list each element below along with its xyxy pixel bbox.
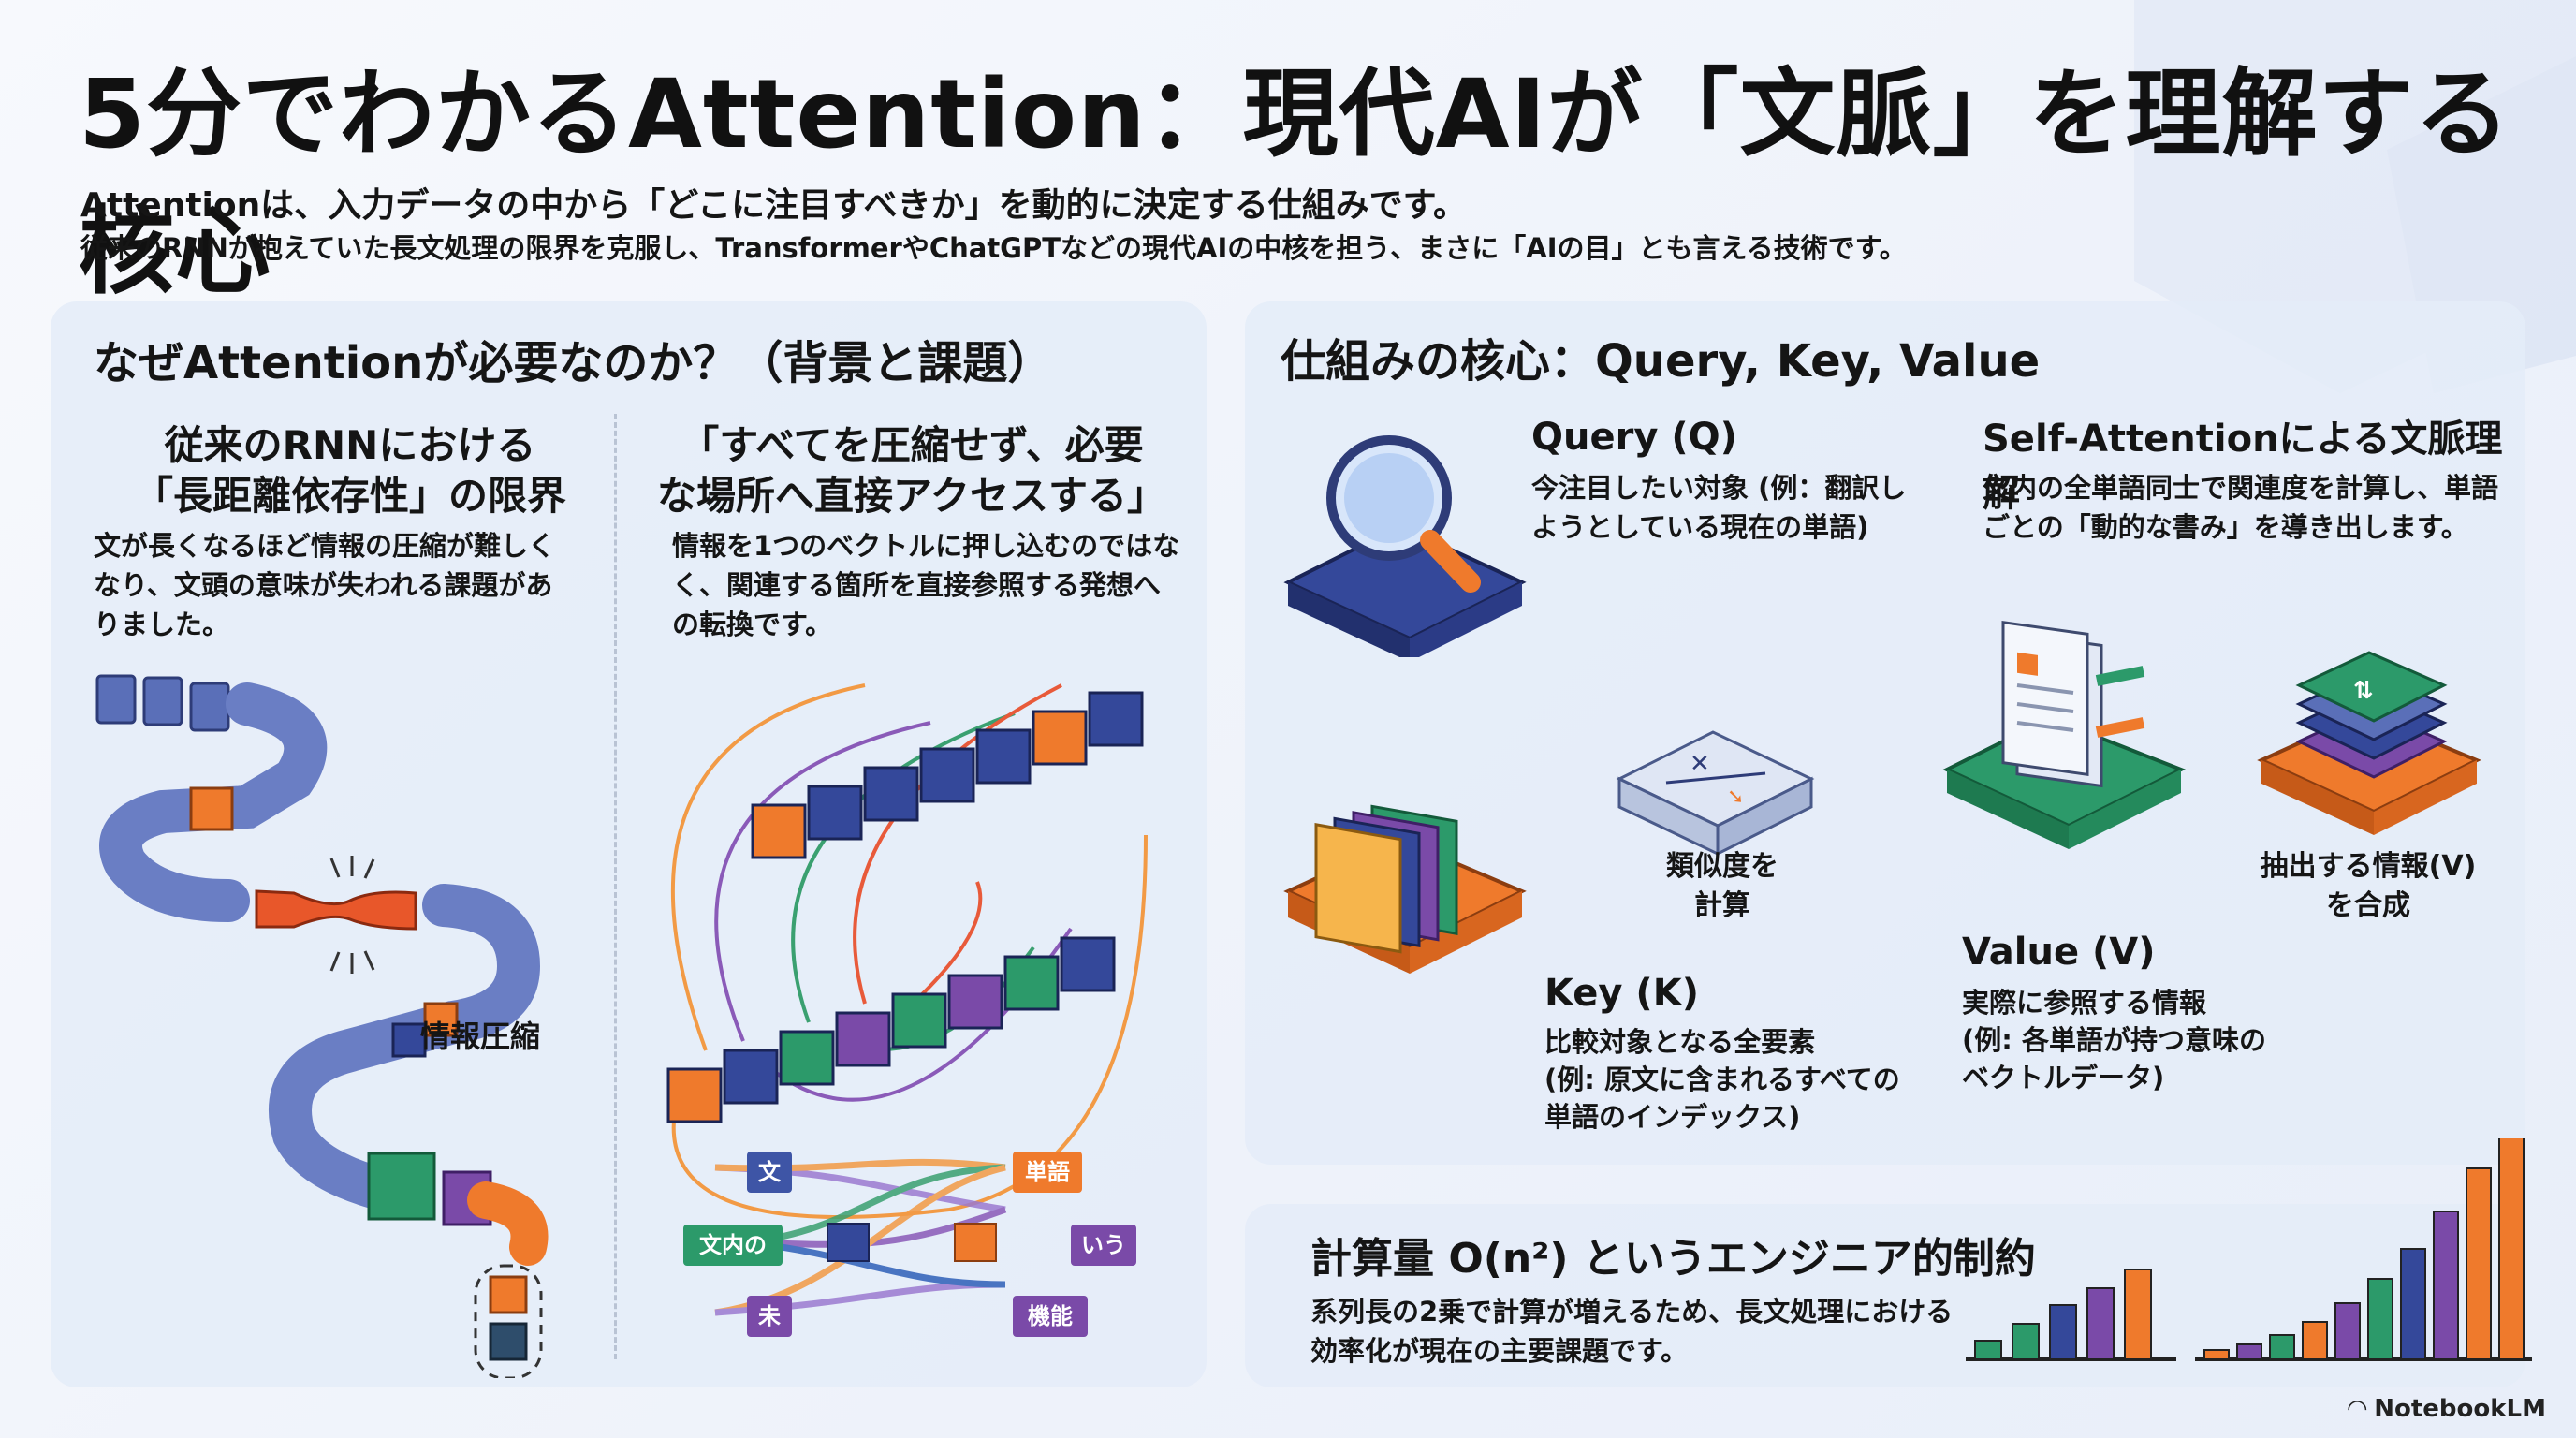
compress-label: 情報圧縮: [420, 1019, 541, 1054]
rnn-orange-block: [189, 786, 234, 831]
self-attention-title: Self-Attentionによる文脈理解: [1983, 418, 2503, 515]
svg-text:⇅: ⇅: [2353, 677, 2374, 705]
rnn-compressed-bottleneck: [255, 889, 417, 931]
complexity-desc-2: 効率化が現在の主要課題です。: [1310, 1335, 1689, 1367]
query-desc-1: 今注目したい対象 (例：翻訳し: [1531, 472, 1907, 504]
token-left-2: 文内の: [683, 1225, 783, 1266]
query-title: Query (Q): [1531, 416, 1737, 459]
value-document-icon: [1942, 620, 2186, 849]
panel-divider: [614, 414, 617, 1359]
compress-spark-lines: [329, 856, 375, 974]
key-desc-2: (例: 原文に含まれるすべての: [1544, 1064, 1900, 1095]
rnn-chain-tail: [467, 1181, 549, 1266]
token-hub-block: [827, 1223, 870, 1262]
notebooklm-label: NotebookLM: [2374, 1395, 2546, 1423]
rnn-desc-2: なり、文頭の意味が失われる課題があ: [94, 569, 553, 601]
token-right-1: 単語: [1013, 1152, 1082, 1193]
combine-label-1: 抽出する情報(V): [2260, 850, 2477, 883]
attention-desc-3: の転換です。: [672, 609, 833, 640]
key-title: Key (K): [1544, 972, 1699, 1015]
rnn-chain-path-1: [99, 682, 328, 922]
value-desc-1: 実際に参照する情報: [1962, 987, 2207, 1019]
key-desc-3: 単語のインデックス): [1544, 1101, 1801, 1133]
rnn-orange-small: [423, 1002, 459, 1037]
rnn-green-block: [367, 1152, 436, 1221]
value-title: Value (V): [1962, 931, 2156, 974]
similarity-label-1: 類似度を: [1666, 850, 1778, 883]
rnn-navy-small: [391, 1022, 427, 1058]
rnn-desc-3: りました。: [94, 609, 230, 640]
query-desc-2: ようとしている現在の単語): [1531, 511, 1869, 543]
svg-text:➘: ➘: [1727, 785, 1744, 809]
rnn-chain-blocks: [95, 674, 230, 732]
rnn-desc-1: 文が長くなるほど情報の圧縮が難しく: [94, 530, 556, 562]
left-panel-title: なぜAttentionが必要なのか？（背景と課題）: [94, 337, 1053, 389]
quadratic-bars: [2203, 1138, 2525, 1360]
token-left-3: 未: [747, 1296, 792, 1337]
self-attention-desc-2: ごとの「動的な書み」を導き出します。: [1983, 511, 2468, 543]
rnn-heading-2: 「長距離依存性」の限界: [133, 473, 566, 519]
self-attention-desc-1: 文内の全単語同士で関連度を計算し、単語: [1983, 472, 2499, 504]
token-right-3: 機能: [1013, 1296, 1088, 1337]
left-panel: なぜAttentionが必要なのか？（背景と課題） 従来のRNNにおける 「長距…: [51, 301, 1207, 1387]
attention-desc-1: 情報を1つのベクトルに押し込むのではな: [672, 530, 1180, 562]
right-panel-title: 仕組みの核心：Query, Key, Value: [1281, 335, 2041, 388]
complexity-title: 計算量 O(n²) というエンジニア的制約: [1310, 1235, 2036, 1283]
rnn-heading-1: 従来のRNNにおける: [164, 422, 536, 468]
svg-text:✕: ✕: [1690, 750, 1710, 778]
rnn-chain-path-2: [269, 884, 541, 1212]
token-hub-orange: [954, 1223, 997, 1262]
key-folders-icon: [1283, 804, 1527, 974]
linear-bars: [1974, 1269, 2152, 1360]
attention-heading-2: な場所へ直接アクセスする」: [657, 473, 1166, 519]
page-title: 5分でわかるAttention：現代AIが「文脈」を理解する核心: [79, 59, 2511, 308]
complexity-bars-illustration: [1966, 1138, 2532, 1361]
combine-stack-icon: ⇅: [2257, 651, 2481, 835]
value-desc-2: (例: 各単語が持つ意味の: [1962, 1024, 2266, 1056]
attention-top-sequence: [751, 691, 1144, 859]
rnn-output-orange: [489, 1275, 528, 1314]
similarity-device-icon: ✕ ➘: [1616, 730, 1815, 857]
subtitle-line-2: 従来のRNNが抱えていた長文処理の限界を克服し、TransformerやChat…: [80, 232, 1907, 264]
notebooklm-icon: ◠: [2348, 1395, 2367, 1423]
token-left-1: 文: [747, 1152, 792, 1193]
rnn-output-slot: [474, 1264, 543, 1378]
rnn-chain-illustration: [95, 674, 549, 1378]
value-desc-3: ベクトルデータ): [1962, 1062, 2165, 1093]
attention-desc-2: く、関連する箇所を直接参照する発想へ: [672, 569, 1162, 601]
complexity-panel: 計算量 O(n²) というエンジニア的制約 系列長の2乗で計算が増えるため、長文…: [1245, 1138, 2532, 1387]
similarity-label-2: 計算: [1694, 889, 1750, 922]
token-right-2: いう: [1071, 1225, 1136, 1266]
combine-label-2: を合成: [2326, 889, 2410, 922]
attention-bottom-sequence: [666, 936, 1116, 1123]
attention-heading-1: 「すべてを圧縮せず、必要: [680, 422, 1144, 468]
key-desc-1: 比較対象となる全要素: [1544, 1026, 1816, 1058]
attention-access-illustration: [666, 683, 1148, 1316]
subtitle-line-1: Attentionは、入力データの中から「どこに注目すべきか」を動的に決定する仕…: [80, 186, 1468, 225]
query-magnifier-icon: [1283, 435, 1527, 657]
notebooklm-logo: ◠ NotebookLM: [2348, 1395, 2546, 1423]
right-panel: 仕組みの核心：Query, Key, Value Query (Q) 今注目した…: [1245, 301, 2525, 1165]
rnn-output-navy: [489, 1322, 528, 1361]
complexity-desc-1: 系列長の2乗で計算が増えるため、長文処理における: [1310, 1296, 1954, 1328]
